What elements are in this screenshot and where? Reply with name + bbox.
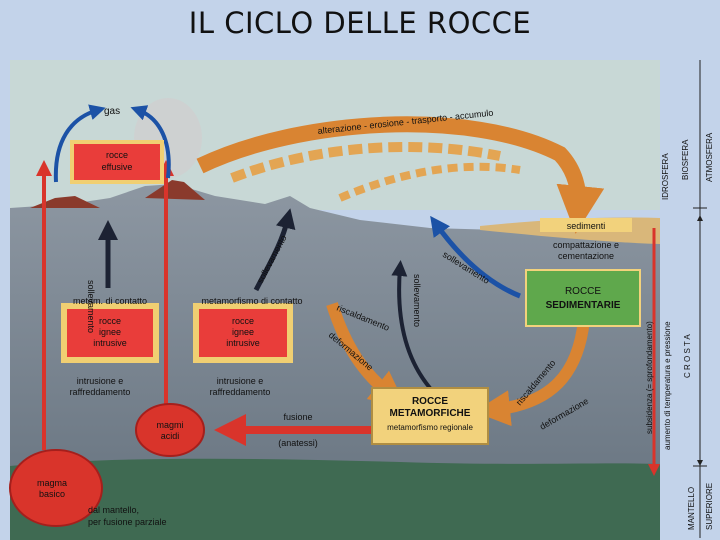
label-anatessi: (anatessi) <box>278 438 318 448</box>
mantle-region <box>10 458 660 540</box>
volcano-left <box>30 196 100 208</box>
uplift-arrow-mid <box>391 260 432 390</box>
label-rocce-sedimentarie-2: SEDIMENTARIE <box>546 300 621 311</box>
slide-title: IL CICLO DELLE ROCCE <box>188 6 532 40</box>
label-rocce-effusive-2: effusive <box>102 162 133 172</box>
label-rocce-effusive-1: rocce <box>106 150 128 160</box>
label-mantle-origin-2: per fusione parziale <box>88 517 167 527</box>
label-rocce-ignee-right-1: rocce <box>232 316 254 326</box>
label-rocce-ignee-right-3: intrusive <box>226 338 260 348</box>
rocce-sedimentarie-box <box>525 269 641 327</box>
label-metam-contatto-right: metamorfismo di contatto <box>201 296 302 306</box>
label-crosta: C R O S T A <box>683 334 692 378</box>
label-aumento: aumento di temperatura e pressione <box>663 321 672 450</box>
label-rocce-ignee-right-2: ignee <box>232 327 254 337</box>
sedimenti-box <box>540 218 632 232</box>
heating-arrow-right <box>474 319 590 427</box>
rocce-metamorfiche-box <box>371 387 489 445</box>
label-rocce-metamorfiche-2: METAMORFICHE <box>390 408 471 419</box>
label-metam-contatto-left: metam. di contatto <box>73 296 147 306</box>
label-idrosfera: IDROSFERA <box>661 153 670 200</box>
label-rocce-sedimentarie-1: ROCCE <box>565 286 601 297</box>
label-intrusione-right-2: raffreddamento <box>210 387 271 397</box>
rocce-ignee-right-box <box>193 303 293 363</box>
label-intrusione-right-1: intrusione e <box>217 376 264 386</box>
label-mantello-1: MANTELLO <box>687 487 696 530</box>
label-metamorfismo-regionale: metamorfismo regionale <box>387 423 473 432</box>
label-magma-basico-1: magma <box>37 478 67 488</box>
label-sedimenti: sedimenti <box>567 221 606 231</box>
label-sollevamento-left: sollevamento <box>86 280 96 333</box>
label-intrusione-left-1: intrusione e <box>77 376 124 386</box>
label-rocce-ignee-left-3: intrusive <box>93 338 127 348</box>
gas-arrow-right <box>130 105 171 179</box>
magma-basico-body <box>9 449 103 527</box>
volcano-right <box>145 180 205 200</box>
label-mantello-2: SUPERIORE <box>705 483 714 530</box>
weathering-arrow <box>196 116 605 234</box>
label-rocce-metamorfiche-1: ROCCE <box>412 396 448 407</box>
label-magma-basico-2: basico <box>39 489 65 499</box>
uplift-arrow-center <box>253 208 296 292</box>
uplift-arrow-right <box>430 215 521 299</box>
label-rocce-ignee-left-1: rocce <box>99 316 121 326</box>
label-subsidenza: subsidenza (= sprofondamento) <box>645 321 654 434</box>
label-biosfera: BIOSFERA <box>681 139 690 180</box>
label-rocce-ignee-left-2: ignee <box>99 327 121 337</box>
weathering-arrow-3 <box>338 162 521 202</box>
weathering-arrow-2 <box>230 141 501 183</box>
gas-arrow-left <box>53 104 106 183</box>
label-gas: gas <box>104 106 120 117</box>
magmi-acidi-body <box>135 403 205 457</box>
rocce-effusive-box <box>70 140 164 184</box>
label-mantle-origin-1: dal mantello, <box>88 505 139 515</box>
label-magmi-acidi-1: magmi <box>156 420 183 430</box>
label-fusione: fusione <box>283 412 312 422</box>
rock-cycle-diagram: gas rocce effusive sollevamento sollevam… <box>9 60 714 540</box>
label-magmi-acidi-2: acidi <box>161 431 180 441</box>
label-compattazione-2: cementazione <box>558 251 614 261</box>
label-compattazione-1: compattazione e <box>553 240 619 250</box>
label-intrusione-left-2: raffreddamento <box>70 387 131 397</box>
label-sollevamento-mid: sollevamento <box>412 274 422 327</box>
rocce-ignee-left-box <box>61 303 159 363</box>
label-atmosfera: ATMOSFERA <box>705 132 714 182</box>
